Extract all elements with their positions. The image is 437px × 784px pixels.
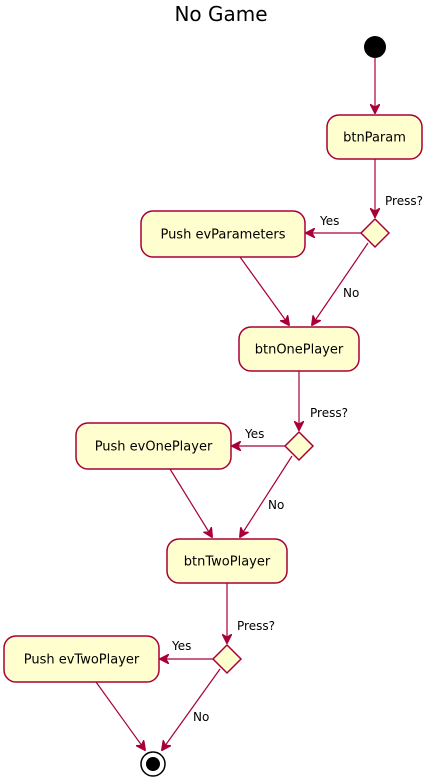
- node-btnparam: btnParam: [326, 114, 423, 160]
- decision-1-question: Press?: [385, 194, 423, 208]
- edge-evtwoplayer-to-end: [95, 681, 145, 750]
- edge-evparameters-to-btnoneplayer: [239, 256, 289, 325]
- edge-decision-3-no: [162, 668, 221, 750]
- decision-1-no-label: No: [343, 286, 359, 300]
- decision-2-diamond: [283, 430, 315, 462]
- edge-evoneplayer-to-btntwoplayer: [169, 468, 212, 537]
- node-btnoneplayer: btnOnePlayer: [238, 326, 360, 372]
- node-btnparam-label: btnParam: [343, 131, 406, 146]
- node-push-evtwoplayer-label: Push evTwoPlayer: [24, 653, 140, 668]
- start-node: [364, 36, 386, 58]
- edge-decision-1-no: [312, 242, 369, 325]
- node-btntwoplayer: btnTwoPlayer: [166, 538, 288, 584]
- decision-3-no-label: No: [193, 710, 209, 724]
- node-push-evparameters-label: Push evParameters: [160, 228, 285, 243]
- decision-3-yes-label: Yes: [171, 639, 191, 653]
- node-push-evtwoplayer: Push evTwoPlayer: [3, 635, 160, 683]
- node-push-evparameters: Push evParameters: [140, 210, 306, 258]
- decision-2-question: Press?: [310, 406, 348, 420]
- decision-2-yes-label: Yes: [244, 427, 264, 441]
- decision-1-diamond: [359, 217, 391, 249]
- edge-decision-2-no: [240, 455, 293, 537]
- decision-2-no-label: No: [268, 498, 284, 512]
- decision-1-yes-label: Yes: [319, 214, 339, 228]
- node-btntwoplayer-label: btnTwoPlayer: [184, 555, 271, 570]
- node-push-evoneplayer: Push evOnePlayer: [75, 422, 232, 470]
- decision-3-question: Press?: [237, 619, 275, 633]
- decision-3-diamond: [211, 643, 243, 675]
- node-btnoneplayer-label: btnOnePlayer: [255, 343, 344, 358]
- node-push-evoneplayer-label: Push evOnePlayer: [95, 440, 213, 455]
- end-node: [140, 751, 166, 777]
- diagram-title: No Game: [174, 2, 267, 26]
